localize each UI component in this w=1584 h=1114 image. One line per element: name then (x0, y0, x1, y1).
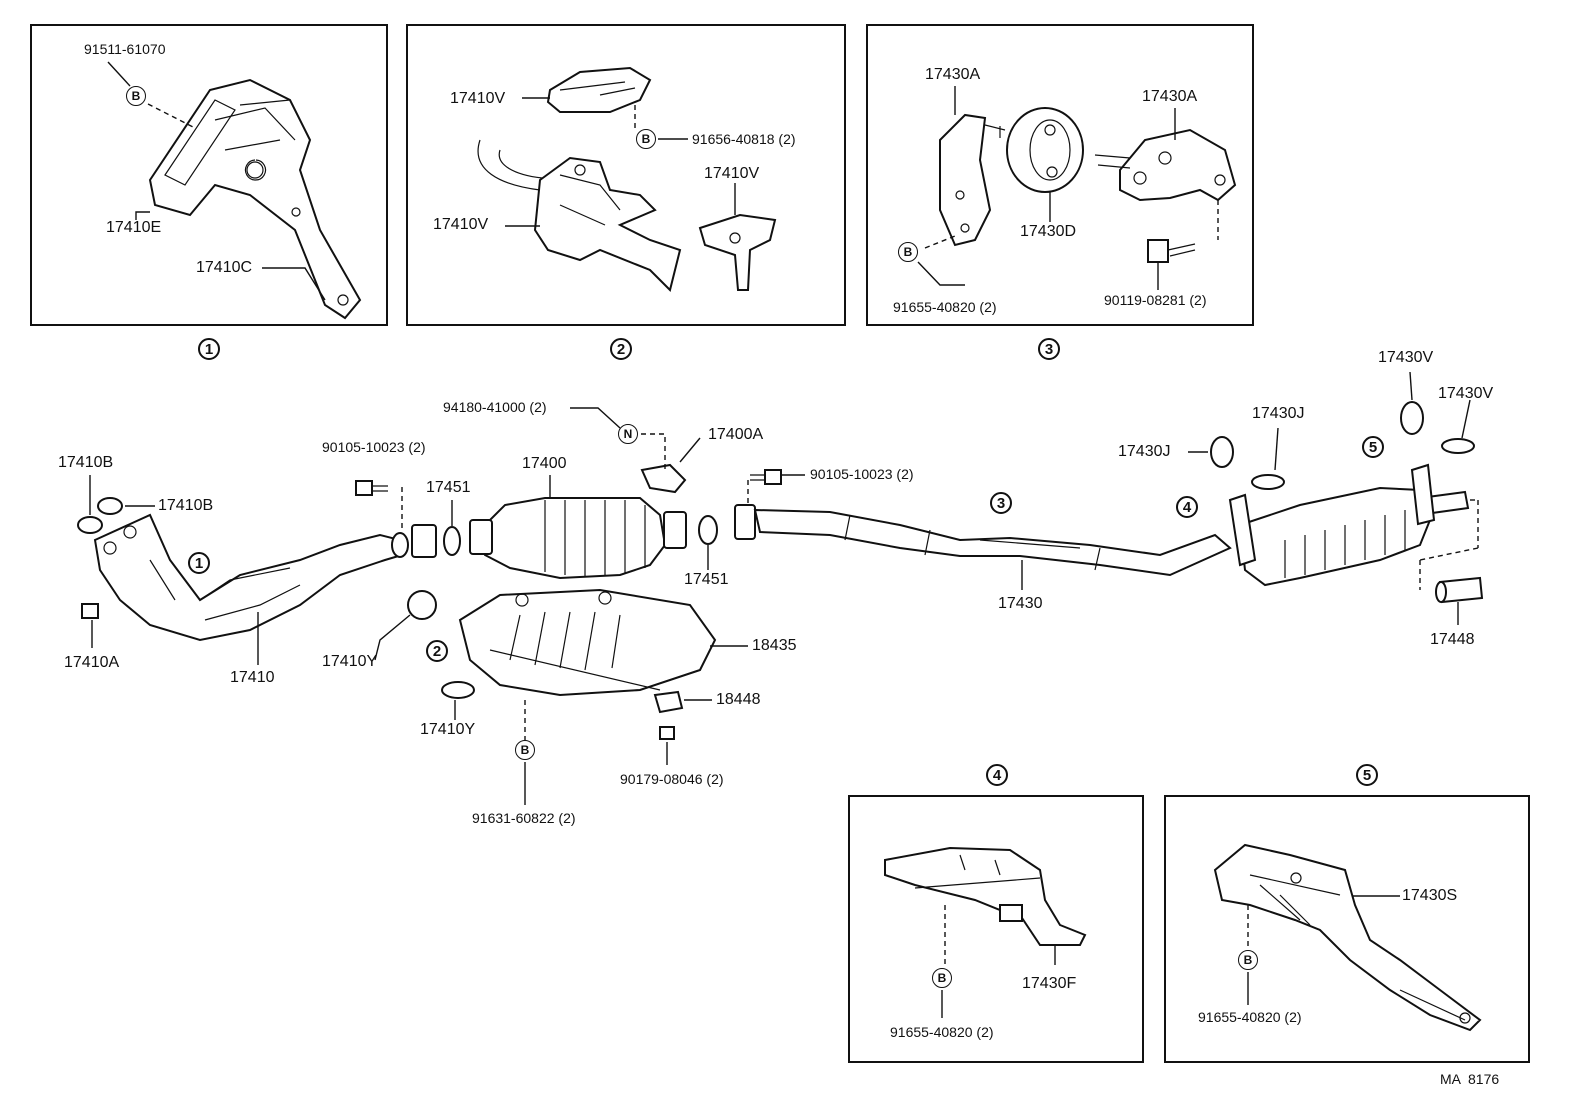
front-pipe-17410-drawing (93, 513, 409, 642)
ring-17430j-a (1210, 436, 1234, 468)
callout-3: 3 (1038, 338, 1060, 360)
main-callout-4: 4 (1176, 496, 1198, 518)
inset-frame-3 (866, 24, 1254, 326)
label-17410b-2: 17410B (158, 497, 214, 514)
hanger-17430a-left-drawing (939, 113, 1006, 247)
label-18448: 18448 (716, 691, 761, 708)
label-17410v-top: 17410V (450, 90, 506, 107)
label-90119-08281: 90119-08281 (2) (1104, 292, 1207, 308)
ring-17430v-a (1400, 401, 1424, 435)
ring-17430j-b (1251, 474, 1285, 490)
label-17430s: 17430S (1402, 887, 1458, 904)
inset-frame-1 (30, 24, 388, 326)
hanger-17430a-right-drawing (1094, 128, 1237, 202)
callout-2: 2 (610, 338, 632, 360)
label-94180-41000: 94180-41000 (2) (443, 399, 547, 415)
label-17400: 17400 (522, 455, 567, 472)
gasket-17410b-a (77, 516, 103, 534)
label-17430j-a: 17430J (1118, 443, 1171, 460)
gasket-17451-b (698, 515, 718, 545)
callout-4: 4 (986, 764, 1008, 786)
ring-17410y-b (441, 681, 475, 699)
hanger-rubber-17430d-drawing (1006, 107, 1084, 193)
label-17430d: 17430D (1020, 223, 1077, 240)
label-90105-10023-b: 90105-10023 (2) (810, 466, 914, 482)
label-91655-40820-inset4: 91655-40820 (2) (890, 1024, 994, 1040)
label-17410c: 17410C (196, 259, 253, 276)
marker-b-inset3: B (898, 242, 918, 262)
marker-b-inset2: B (636, 129, 656, 149)
nut-90179-drawing (659, 726, 675, 740)
label-91656-40818: 91656-40818 (2) (692, 131, 796, 147)
label-17430v-b: 17430V (1438, 385, 1494, 402)
label-17430: 17430 (998, 595, 1043, 612)
label-17451-a: 17451 (426, 479, 471, 496)
flange-center (734, 504, 756, 540)
label-91511-61070: 91511-61070 (84, 41, 166, 57)
label-17400a: 17400A (708, 426, 764, 443)
marker-b-inset5: B (1238, 950, 1258, 970)
main-callout-2: 2 (426, 640, 448, 662)
inset-frame-5 (1164, 795, 1530, 1063)
label-17430a-right: 17430A (1142, 88, 1198, 105)
bolt-90119-drawing (1147, 239, 1196, 263)
label-17410v-left: 17410V (433, 216, 489, 233)
main-callout-1: 1 (188, 552, 210, 574)
label-90179-08046: 90179-08046 (2) (620, 771, 724, 787)
bracket-17400a-drawing (640, 463, 687, 494)
gasket-17410b-b (97, 497, 123, 515)
label-91655-40820-inset5: 91655-40820 (2) (1198, 1009, 1302, 1025)
main-callout-3: 3 (990, 492, 1012, 514)
label-17430a-left: 17430A (925, 66, 981, 83)
label-17430f: 17430F (1022, 975, 1077, 992)
label-17430j-b: 17430J (1252, 405, 1305, 422)
ring-17410y-a (407, 590, 437, 620)
bracket-17430s-drawing (1213, 843, 1482, 1032)
marker-b-inset4: B (932, 968, 952, 988)
callout-5: 5 (1356, 764, 1378, 786)
heat-insulator-18435-drawing (458, 588, 717, 697)
converter-17400-drawing (469, 497, 687, 580)
gasket-17451-a (443, 526, 461, 556)
bolt-90105-b (764, 469, 782, 485)
center-pipe-17430-drawing (753, 508, 1232, 577)
marker-b-main: B (515, 740, 535, 760)
marker-n-main: N (618, 424, 638, 444)
label-17410y-a: 17410Y (322, 653, 378, 670)
label-17410b-1: 17410B (58, 454, 114, 471)
diagram-code: MA 8176 (1440, 1071, 1500, 1087)
bracket-17410v-top-drawing (546, 66, 652, 113)
label-17451-b: 17451 (684, 571, 729, 588)
callout-1: 1 (198, 338, 220, 360)
bracket-17410v-small-drawing (698, 213, 777, 291)
label-17430v-a: 17430V (1378, 349, 1434, 366)
bracket-17410c-drawing (148, 78, 362, 320)
label-17448: 17448 (1430, 631, 1475, 648)
flange-front (411, 524, 437, 558)
label-17410e: 17410E (106, 219, 162, 236)
label-17410y-b: 17410Y (420, 721, 476, 738)
marker-b-inset1: B (126, 86, 146, 106)
label-18435: 18435 (752, 637, 797, 654)
label-17410v-right: 17410V (704, 165, 760, 182)
bolt-90105-a (355, 480, 373, 496)
bracket-17430f-drawing (884, 846, 1087, 946)
inset-frame-4 (848, 795, 1144, 1063)
label-17410: 17410 (230, 669, 275, 686)
label-91631-60822: 91631-60822 (2) (472, 810, 576, 826)
inset-frame-2 (406, 24, 846, 326)
label-17410a: 17410A (64, 654, 120, 671)
muffler-drawing (1228, 463, 1470, 587)
ring-17430v-b (1441, 438, 1475, 454)
label-91655-40820-inset3: 91655-40820 (2) (893, 299, 997, 315)
bracket-17410v-main-drawing (477, 139, 682, 292)
nut-17410a-drawing (81, 603, 99, 619)
main-callout-5: 5 (1362, 436, 1384, 458)
bracket-18448-drawing (653, 690, 684, 714)
label-90105-10023-a: 90105-10023 (2) (322, 439, 426, 455)
